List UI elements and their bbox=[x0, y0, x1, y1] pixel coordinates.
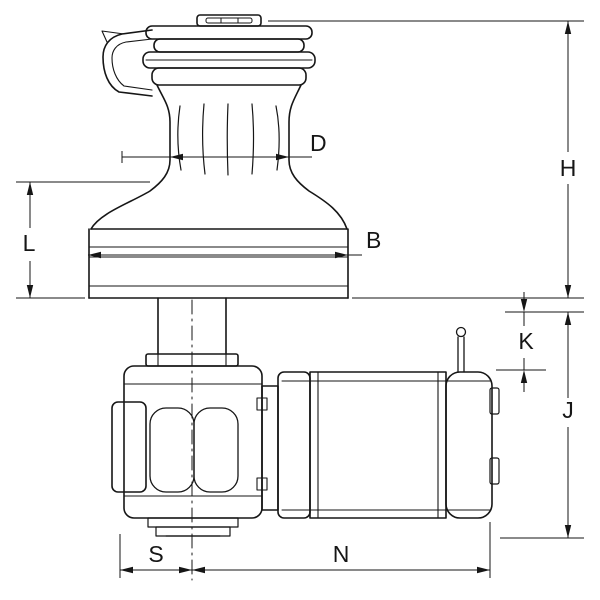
dimension-K: K bbox=[496, 292, 584, 392]
motor-terminal-stud bbox=[455, 326, 467, 373]
dimension-label-S: S bbox=[148, 541, 163, 567]
dimension-L: L bbox=[16, 181, 150, 299]
dimension-label-N: N bbox=[333, 541, 350, 567]
dimensions: D H L B bbox=[16, 20, 584, 578]
dimension-label-H: H bbox=[560, 155, 577, 181]
dimension-label-J: J bbox=[562, 397, 574, 423]
line-stripper-arm bbox=[101, 29, 153, 97]
motor-coupler bbox=[256, 385, 279, 511]
dimension-D: D bbox=[121, 130, 327, 163]
winch-drawing bbox=[88, 14, 500, 581]
self-tailing-head bbox=[142, 14, 316, 86]
winch-base bbox=[88, 228, 349, 299]
dimension-label-B: B bbox=[366, 227, 381, 253]
dimension-H: H bbox=[268, 20, 584, 299]
dimension-label-K: K bbox=[518, 328, 534, 354]
gearbox bbox=[111, 365, 263, 537]
dimension-B: B bbox=[88, 227, 381, 259]
dimension-label-D: D bbox=[310, 130, 327, 156]
winch-drum bbox=[90, 84, 348, 230]
dimension-N: N bbox=[192, 522, 491, 578]
dimension-J: J bbox=[500, 312, 584, 539]
dimension-S: S bbox=[119, 534, 192, 578]
electric-motor bbox=[277, 371, 500, 519]
dimension-label-L: L bbox=[23, 230, 36, 256]
